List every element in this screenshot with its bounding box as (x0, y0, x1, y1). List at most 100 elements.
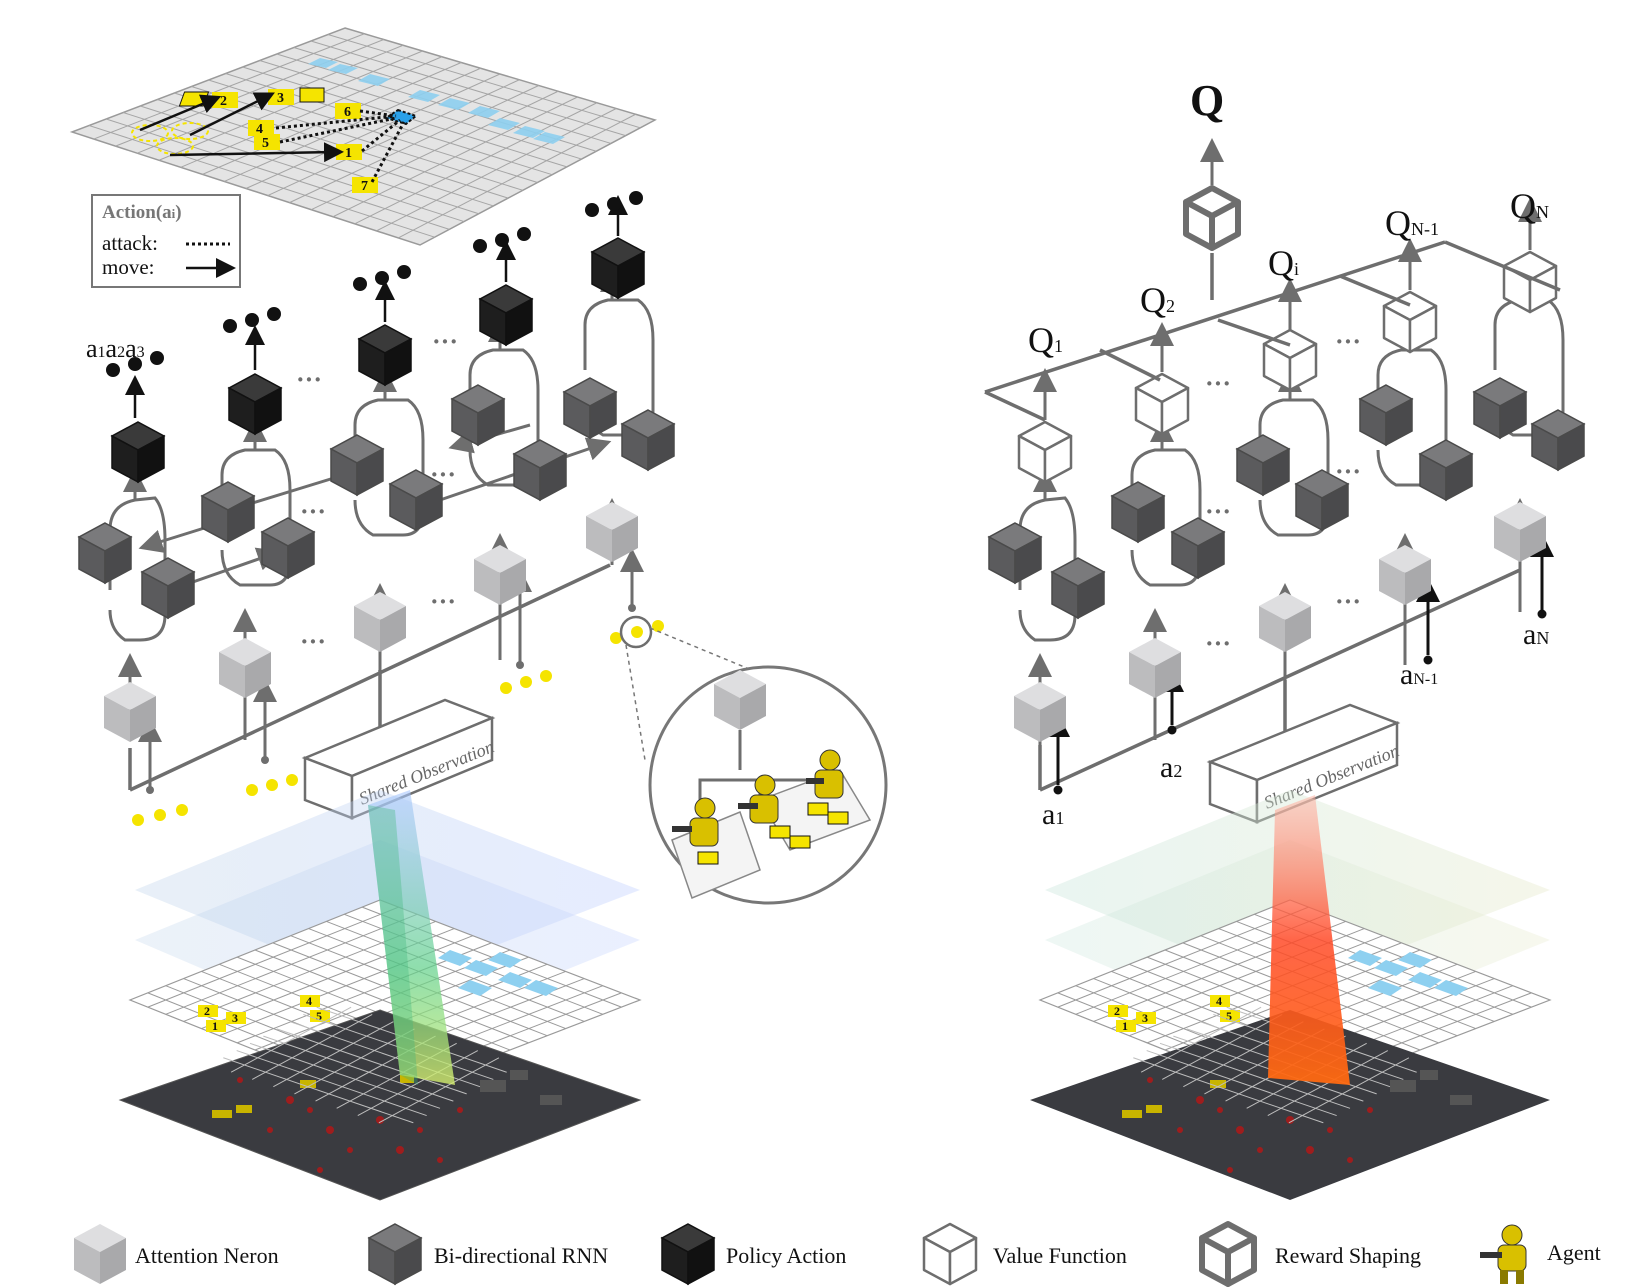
grid-line (1133, 1057, 1324, 1124)
ellipsis: ··· (1205, 497, 1231, 526)
legend-label: Attention Neron (135, 1243, 279, 1268)
grid-line (1159, 1042, 1351, 1109)
qn1-label: Q (1385, 203, 1411, 243)
grid-number: 3 (232, 1011, 238, 1025)
attack-label: attack: (102, 231, 158, 255)
ellipsis: ··· (1335, 587, 1361, 616)
attention-neuron-cube-icon (74, 1224, 126, 1284)
grid-line (354, 102, 598, 225)
grid-number: 4 (256, 122, 263, 137)
action-a1: a (86, 334, 98, 363)
input-a1: a (1042, 798, 1055, 831)
value-network-right: a1 a2 aN-1 aN ··· ··· ··· ··· ··· ··· (984, 76, 1585, 831)
grid-number: 1 (212, 1019, 218, 1033)
legend-item-policy: Policy Action (661, 1223, 846, 1285)
svg-text:Q2: Q2 (1140, 280, 1175, 320)
grid-number: 5 (262, 136, 269, 151)
grid-number: 2 (204, 1004, 210, 1018)
grid-line (357, 1050, 479, 1116)
svg-text:QN: QN (1510, 186, 1549, 226)
q2-label: Q (1140, 280, 1166, 320)
grid-number: 2 (220, 94, 227, 109)
action-legend-sub: i (172, 206, 176, 221)
q1-label: Q (1028, 320, 1054, 360)
agent-zoom-inset (625, 627, 888, 905)
move-label: move: (102, 255, 155, 279)
input-an1: a (1400, 658, 1413, 691)
svg-text:aN-1: aN-1 (1400, 658, 1438, 691)
legend-label: Policy Action (726, 1243, 846, 1268)
legend-label: Value Function (993, 1243, 1127, 1268)
grid-number: 5 (1226, 1009, 1232, 1023)
ellipsis: ··· (300, 497, 326, 526)
grid-line (1161, 1014, 1283, 1080)
grid-line (140, 105, 479, 215)
qi-label: Q (1268, 243, 1294, 283)
grid-line (332, 96, 578, 218)
top-action-grid: 2 3 4 5 6 1 7 (69, 27, 657, 246)
qi-sub: i (1294, 259, 1299, 279)
grid-line (1140, 1006, 1262, 1073)
legend-label: Agent (1547, 1240, 1601, 1265)
grid-number: 5 (316, 1009, 322, 1023)
grid-line (191, 86, 523, 191)
svg-text:Q1: Q1 (1028, 320, 1063, 360)
bottom-legend: Attention Neron Bi-directional RNN Polic… (74, 1224, 1601, 1284)
rnn-cube-icon (368, 1223, 422, 1285)
grid-line (249, 1042, 441, 1109)
observation-planes-right: 2 1 3 4 5 (1030, 790, 1552, 1200)
svg-text:a2: a2 (1160, 751, 1182, 784)
grid-line (267, 79, 520, 197)
input-a1-sub: 1 (1055, 808, 1064, 828)
grid-number: 1 (345, 146, 352, 161)
grid-number: 6 (344, 105, 351, 120)
grid-line (1146, 1050, 1337, 1117)
grid-line (273, 1021, 394, 1088)
action-legend-box: Action(ai) attack: move: (91, 194, 241, 288)
legend-item-rnn: Bi-directional RNN (368, 1223, 608, 1285)
ellipsis: ··· (1205, 369, 1231, 398)
legend-item-attention: Attention Neron (74, 1224, 279, 1284)
grid-number: 4 (1216, 994, 1222, 1008)
svg-text:a1a2a3: a1a2a3 (86, 334, 145, 363)
svg-text:Action(ai): Action(ai) (102, 202, 182, 223)
grid-line (230, 1006, 352, 1073)
action-a3: a (125, 334, 137, 363)
ellipsis: ··· (296, 365, 322, 394)
grid-line (88, 125, 435, 238)
grid-line (378, 1057, 500, 1124)
svg-text:QN-1: QN-1 (1385, 203, 1439, 243)
ellipsis: ··· (432, 327, 458, 356)
grid-line (236, 1050, 427, 1117)
grid-line (263, 1035, 454, 1102)
qn1-sub: N-1 (1411, 219, 1439, 239)
legend-label: Bi-directional RNN (434, 1243, 608, 1268)
grid-line (223, 1057, 414, 1124)
grid-line (398, 113, 636, 239)
action-a3-sub: 3 (137, 344, 145, 361)
ellipsis: ··· (1335, 327, 1361, 356)
q1-sub: 1 (1054, 336, 1063, 356)
action-a2-sub: 2 (117, 344, 125, 361)
qn-sub: N (1536, 202, 1549, 222)
action-a2: a (106, 334, 118, 363)
grid-number: 2 (1114, 1004, 1120, 1018)
svg-text:aN: aN (1523, 618, 1549, 651)
grid-line (289, 85, 539, 204)
agent-icon (1480, 1224, 1527, 1284)
value-function-cube-icon (922, 1222, 978, 1286)
legend-item-value: Value Function (922, 1222, 1127, 1286)
input-a2-sub: 2 (1173, 761, 1182, 781)
grid-line (276, 1028, 467, 1095)
grid-number: 4 (306, 994, 312, 1008)
ellipsis: ··· (300, 627, 326, 656)
input-an1-sub: N-1 (1413, 671, 1438, 688)
grid-line (254, 949, 511, 1051)
q2-sub: 2 (1166, 296, 1175, 316)
legend-item-agent: Agent (1480, 1224, 1601, 1284)
grid-line (294, 1028, 415, 1095)
svg-text:Qi: Qi (1268, 243, 1299, 283)
action-legend-title: Action(a (102, 202, 172, 223)
qn-label: Q (1510, 186, 1536, 226)
